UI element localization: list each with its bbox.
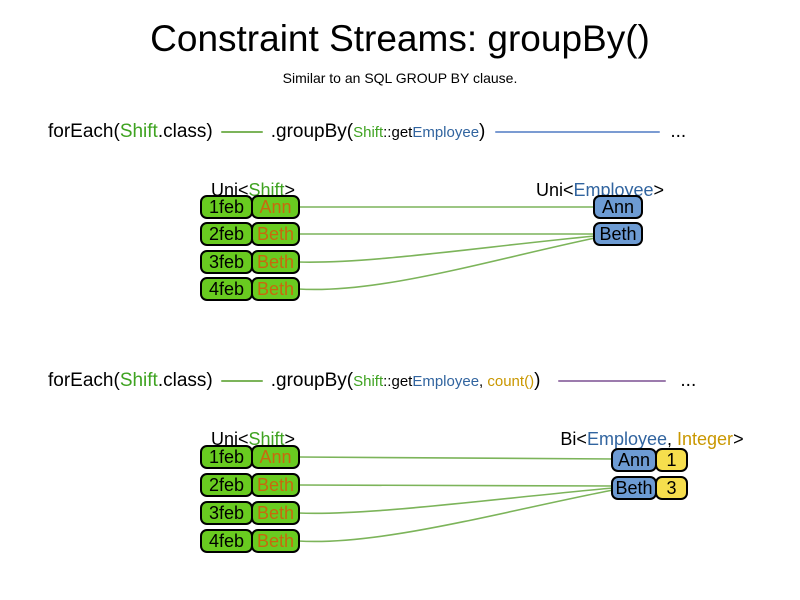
code2-arg-type: Employee xyxy=(412,372,480,390)
label1r-suffix: > xyxy=(653,180,665,200)
code1-foreach-close: .class) xyxy=(157,121,213,142)
shift-date: 2feb xyxy=(200,222,253,246)
label2-type: Shift xyxy=(248,429,285,449)
link2-shift1-ann xyxy=(297,456,616,460)
code1-arg-type: Employee xyxy=(412,123,480,141)
result-type-label-2: Bi<Employee, Integer> xyxy=(497,408,797,450)
link-shift3-beth xyxy=(297,235,596,263)
code1-stream-connector-line xyxy=(220,131,263,133)
code1-result-connector-line xyxy=(495,131,661,133)
shift-employee: Beth xyxy=(251,250,300,274)
link-shift4-beth xyxy=(297,237,596,291)
code1-foreach-open: forEach( xyxy=(48,121,120,142)
code1-foreach-class: Shift xyxy=(119,121,158,142)
label2r-suffix: > xyxy=(733,429,744,449)
shift-row: 3feb Beth xyxy=(200,501,300,525)
code1-arg-accessor: ::get xyxy=(383,123,413,141)
code2-ellipsis: ... xyxy=(680,370,697,391)
code1-groupby-close: ) xyxy=(479,121,486,142)
shift-date: 4feb xyxy=(200,277,253,301)
shift-employee: Ann xyxy=(251,195,300,219)
shift-date: 2feb xyxy=(200,473,253,497)
shift-employee: Beth xyxy=(251,501,300,525)
code1-ellipsis: ... xyxy=(670,121,687,142)
code2-arg-class: Shift xyxy=(353,372,384,390)
label2r-prefix: Bi< xyxy=(560,429,587,449)
link2-shift2-beth xyxy=(297,484,616,487)
code1-arg-class: Shift xyxy=(353,123,384,141)
label2r-type1: Employee xyxy=(586,429,667,449)
shift-date: 1feb xyxy=(200,445,253,469)
shift-date: 1feb xyxy=(200,195,253,219)
group-employee-box: Beth xyxy=(611,476,657,500)
shift-row: 4feb Beth xyxy=(200,529,300,553)
code2-foreach-close: .class) xyxy=(157,370,213,391)
label2-prefix: Uni< xyxy=(210,429,249,449)
label1-suffix: > xyxy=(284,180,296,200)
shift-row: 4feb Beth xyxy=(200,277,300,301)
group-count-box: 1 xyxy=(655,448,688,472)
shift-row: 3feb Beth xyxy=(200,250,300,274)
label1r-prefix: Uni< xyxy=(535,180,574,200)
result-type-label-1: Uni<Employee> xyxy=(495,159,695,201)
code-line-1: forEach(Shift.class) .groupBy(Shift::get… xyxy=(48,119,686,145)
shift-employee: Beth xyxy=(251,277,300,301)
shift-row: 2feb Beth xyxy=(200,473,300,497)
shift-date: 4feb xyxy=(200,529,253,553)
shift-row: 2feb Beth xyxy=(200,222,300,246)
shift-row: 1feb Ann xyxy=(200,445,300,469)
code2-arg-accessor: ::get xyxy=(383,372,413,390)
group-employee-box: Beth xyxy=(593,222,643,246)
shift-employee: Beth xyxy=(251,473,300,497)
label2-suffix: > xyxy=(284,429,296,449)
code1-groupby-open: .groupBy( xyxy=(270,121,354,142)
group-count-box: 3 xyxy=(655,476,688,500)
link2-shift3-beth xyxy=(297,487,614,515)
subtitle: Similar to an SQL GROUP BY clause. xyxy=(282,70,518,86)
code2-arg-collector: count() xyxy=(487,372,535,390)
code2-result-connector-line xyxy=(558,380,667,382)
shift-employee: Beth xyxy=(251,222,300,246)
page-title: Constraint Streams: groupBy() xyxy=(150,18,650,59)
label2r-type2: Integer xyxy=(677,429,734,449)
shift-date: 3feb xyxy=(200,250,253,274)
shift-employee: Ann xyxy=(251,445,300,469)
code2-arg-separator: , xyxy=(479,372,488,390)
shift-employee: Beth xyxy=(251,529,300,553)
group-employee-box: Ann xyxy=(593,195,643,219)
code2-stream-connector-line xyxy=(220,380,263,382)
link2-shift4-beth xyxy=(297,489,614,543)
shift-date: 3feb xyxy=(200,501,253,525)
code-line-2: forEach(Shift.class) .groupBy(Shift::get… xyxy=(48,368,696,394)
stream-type-label-2: Uni<Shift> xyxy=(148,408,348,450)
group-employee-box: Ann xyxy=(611,448,657,472)
code2-groupby-close: ) xyxy=(534,370,541,391)
code2-foreach-class: Shift xyxy=(119,370,158,391)
label2r-separator: , xyxy=(667,429,678,449)
code2-foreach-open: forEach( xyxy=(48,370,120,391)
code2-groupby-open: .groupBy( xyxy=(270,370,354,391)
shift-row: 1feb Ann xyxy=(200,195,300,219)
